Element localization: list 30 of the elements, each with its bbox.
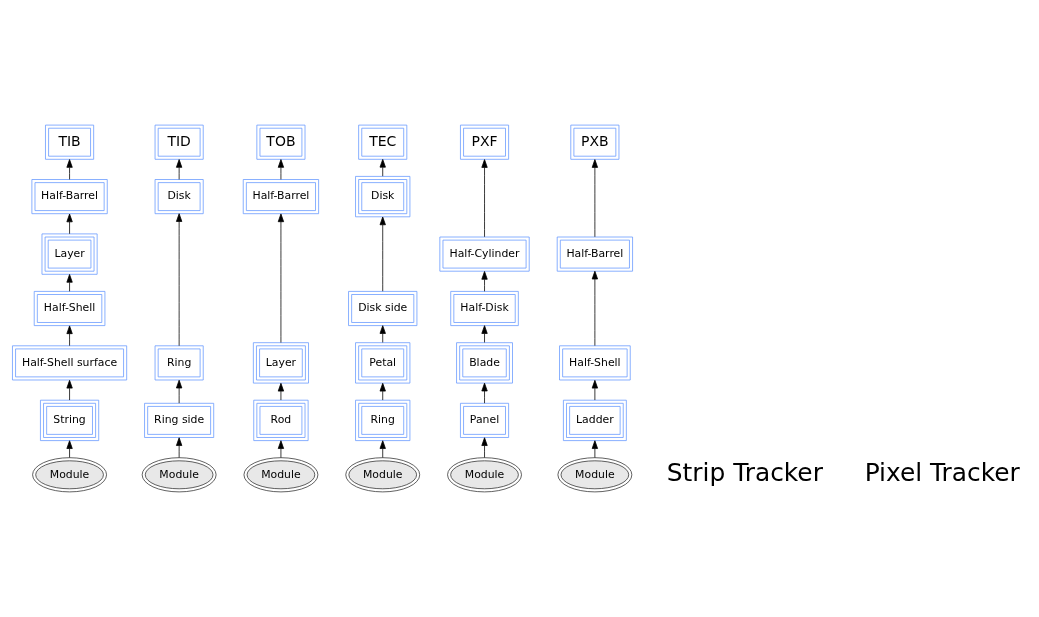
arrow xyxy=(176,159,183,180)
arrow xyxy=(176,379,183,404)
arrow xyxy=(481,437,488,458)
arrow xyxy=(277,159,285,180)
arrow xyxy=(481,382,488,404)
arrow xyxy=(591,440,598,458)
arrow xyxy=(277,213,285,343)
arrow xyxy=(379,382,386,401)
arrow xyxy=(66,325,73,347)
arrow xyxy=(66,379,73,401)
arrow xyxy=(66,213,73,235)
arrow xyxy=(66,274,73,292)
arrow xyxy=(176,213,183,347)
arrow xyxy=(481,271,488,292)
arrow xyxy=(591,379,598,401)
arrow xyxy=(277,440,285,458)
arrow xyxy=(591,159,598,238)
arrow xyxy=(379,325,386,343)
arrow xyxy=(277,382,285,401)
label: Strip Tracker xyxy=(666,458,823,488)
arrow xyxy=(591,270,598,346)
arrow xyxy=(481,325,488,343)
arrow xyxy=(379,159,386,177)
label: Pixel Tracker xyxy=(864,458,1020,488)
arrow xyxy=(176,437,183,458)
arrow xyxy=(66,159,73,180)
arrow xyxy=(481,159,488,238)
arrow xyxy=(66,440,73,458)
arrow xyxy=(379,440,386,458)
arrow xyxy=(379,216,386,292)
